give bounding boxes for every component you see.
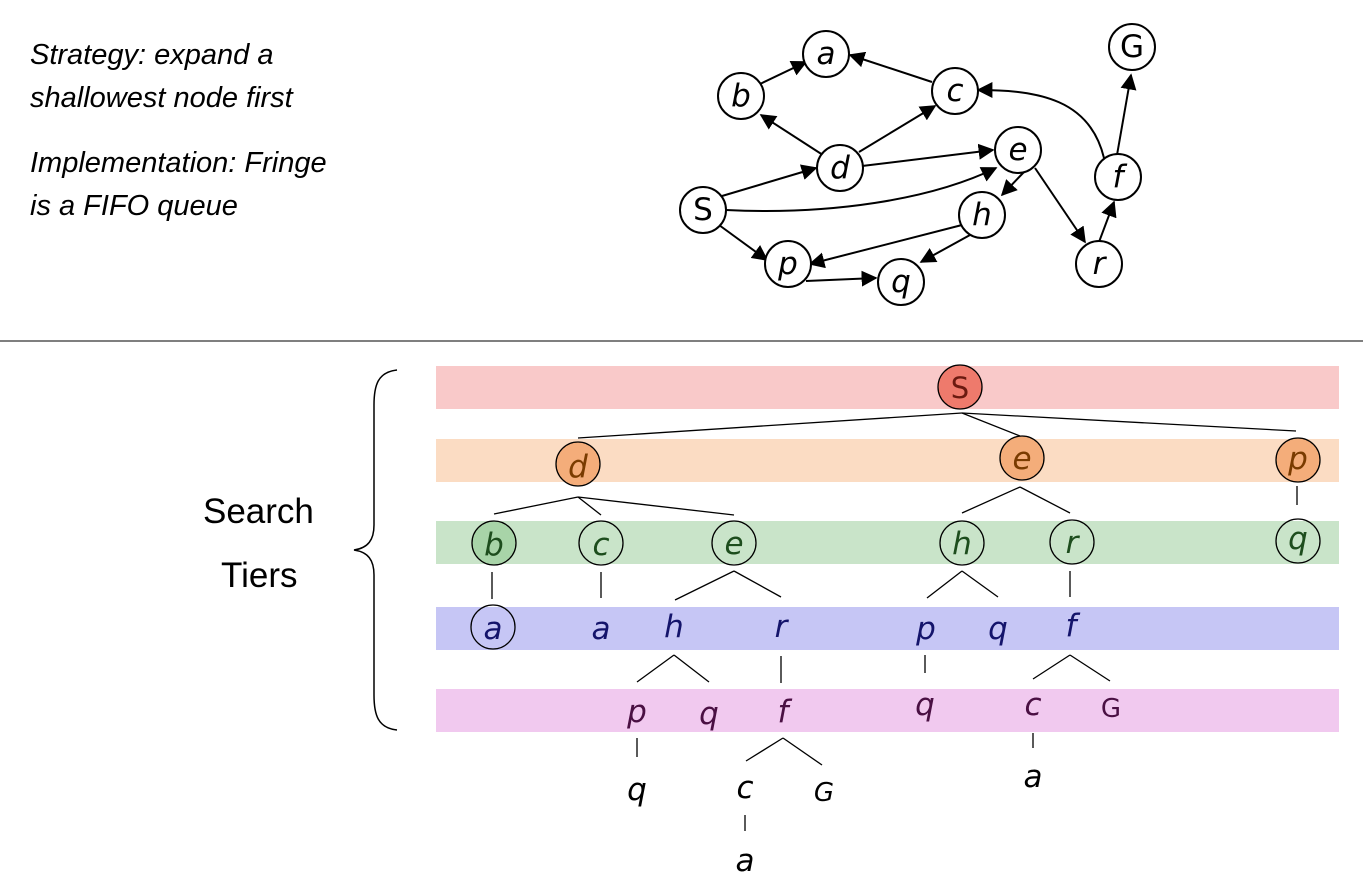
- tier-band-4: [436, 689, 1339, 732]
- graph-label-q: q: [891, 264, 911, 300]
- tree-node-d-circle: [555, 441, 601, 487]
- edge-e-r: [1034, 167, 1086, 244]
- tree-label-c3: c: [736, 770, 753, 806]
- edge-S-p: [718, 224, 769, 261]
- graph-label-G: G: [1120, 29, 1144, 65]
- graph-node-f: [1094, 153, 1142, 201]
- edge-d-e: [861, 143, 995, 167]
- graph-label-S: S: [693, 192, 713, 228]
- tree-label-p2: p: [915, 611, 936, 647]
- edge-p-q: [805, 270, 878, 287]
- tree-label-d: d: [568, 449, 588, 485]
- edge-S-d: [721, 164, 818, 197]
- edge-r-f: [1098, 200, 1117, 243]
- graph-label-e: e: [1008, 132, 1027, 168]
- tree-node-h-circle: [939, 520, 985, 566]
- graph-node-c: [931, 67, 979, 115]
- graph-node-b: [717, 72, 765, 120]
- tree-label-G2: G: [814, 778, 834, 808]
- tree-node-e2-circle: [711, 520, 757, 566]
- edge-e-h: [1000, 171, 1025, 197]
- edge-S-e: [725, 167, 998, 212]
- tree-label-e: e: [1012, 441, 1031, 477]
- graph-node-S: [679, 186, 727, 234]
- edge-h-q: [919, 234, 971, 263]
- tier-band-0: [436, 366, 1339, 409]
- graph-nodes: [679, 23, 1156, 306]
- graph-node-q: [877, 258, 925, 306]
- graph-label-a: a: [817, 36, 836, 72]
- tree-label-G: G: [1101, 694, 1121, 724]
- tree-node-r-circle: [1049, 519, 1095, 565]
- tree-label-p3: p: [626, 694, 647, 730]
- tree-node-p-circle: [1275, 437, 1321, 483]
- tree-label-e2: e: [724, 526, 743, 562]
- tree-label-a3: a: [1024, 759, 1043, 795]
- tree-node-c-circle: [578, 520, 624, 566]
- tree-label-q3: q: [699, 696, 719, 732]
- tree-label-c2: c: [1024, 687, 1041, 723]
- graph-node-h: [958, 191, 1006, 239]
- tree-node-b-circle: [471, 520, 517, 566]
- tier-band-3: [436, 607, 1339, 650]
- tier-label-line1: Search: [203, 492, 314, 531]
- edge-c-a: [848, 51, 933, 83]
- strategy-text: Strategy: expand a shallowest node first: [30, 34, 293, 120]
- tree-node-q-circle: [1275, 518, 1321, 564]
- state-graph: [718, 51, 1137, 287]
- tier-brace: [353, 369, 398, 731]
- graph-node-d: [816, 144, 864, 192]
- strategy-line: shallowest node first: [30, 82, 293, 114]
- tree-label-b: b: [484, 527, 504, 563]
- edge-d-c: [858, 105, 937, 153]
- tree-label-q4: q: [915, 687, 935, 723]
- graph-node-a: [802, 30, 850, 78]
- graph-node-p: [764, 240, 812, 288]
- graph-node-r: [1075, 240, 1123, 288]
- tree-label-a2: a: [592, 611, 611, 647]
- edge-b-a: [759, 60, 808, 85]
- tier-band-2: [436, 521, 1339, 564]
- tree-node-S-circle: [937, 364, 983, 410]
- tree-label-S: S: [951, 371, 969, 405]
- tier-label-line2: Tiers: [221, 556, 298, 595]
- implementation-line: is a FIFO queue: [30, 190, 238, 222]
- graph-node-e: [994, 126, 1042, 174]
- graph-label-r: r: [1093, 246, 1108, 282]
- tree-label-p: p: [1287, 441, 1308, 477]
- graph-label-b: b: [731, 78, 751, 114]
- tree-label-h2: h: [664, 609, 684, 645]
- graph-label-d: d: [830, 150, 850, 186]
- tree-label-h: h: [952, 526, 972, 562]
- tree-label-r: r: [1066, 525, 1081, 561]
- graph-label-p: p: [777, 246, 798, 282]
- edge-h-p: [808, 224, 963, 269]
- strategy-line: Strategy: expand a: [30, 39, 274, 71]
- implementation-text: Implementation: Fringe is a FIFO queue: [30, 142, 327, 228]
- graph-label-c: c: [946, 73, 963, 109]
- tree-label-c: c: [592, 527, 609, 563]
- tree-edges: [491, 412, 1298, 831]
- tree-label-q5: q: [627, 772, 647, 808]
- graph-label-h: h: [972, 197, 992, 233]
- tier-bands: [436, 366, 1339, 732]
- graph-node-G: [1108, 23, 1156, 71]
- implementation-line: Implementation: Fringe: [30, 147, 327, 179]
- tree-label-q: q: [1288, 521, 1308, 557]
- tree-label-a1: a: [484, 611, 503, 647]
- tree-label-q2: q: [988, 611, 1008, 647]
- tree-node-circles: [470, 364, 1321, 650]
- edge-f-c: [976, 82, 1105, 159]
- tree-node-a-circle: [470, 604, 516, 650]
- tree-node-e-circle: [999, 435, 1045, 481]
- tree-label-a4: a: [736, 843, 755, 879]
- edge-d-b: [759, 114, 827, 158]
- edge-f-G: [1116, 73, 1137, 156]
- tree-label-r2: r: [775, 609, 790, 645]
